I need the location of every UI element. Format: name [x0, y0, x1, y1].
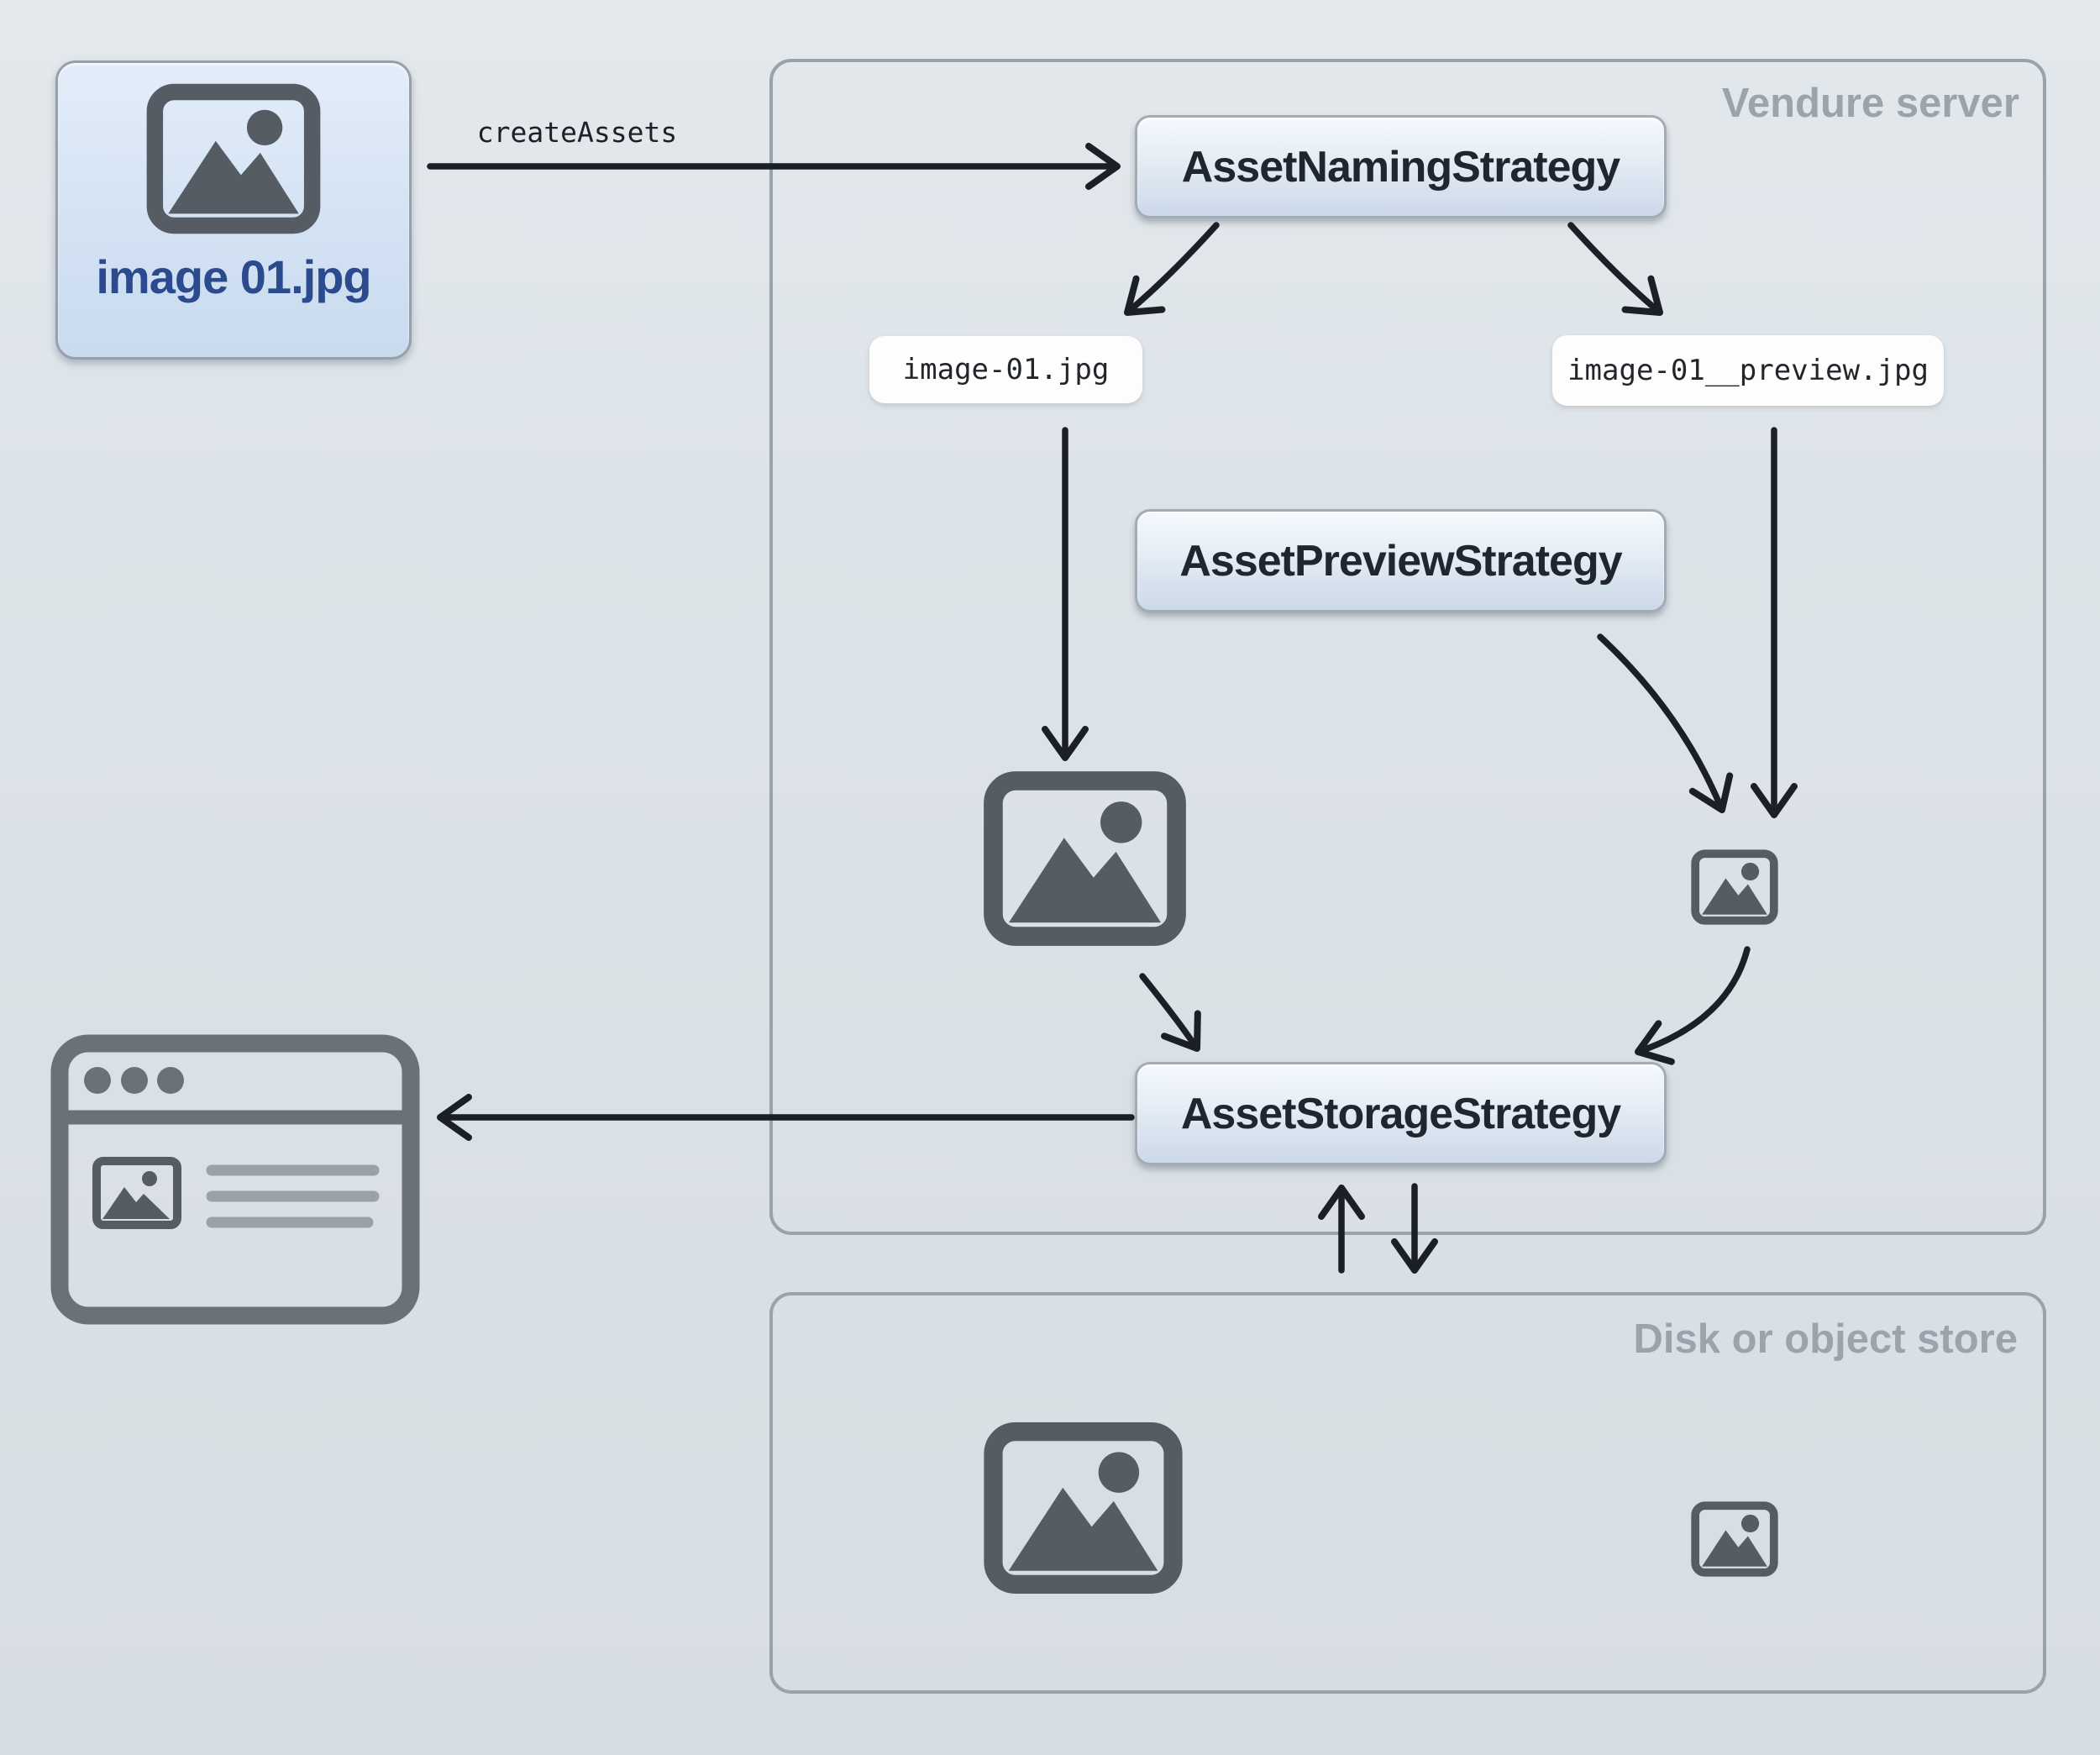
- source-image-label: image 01.jpg: [96, 250, 371, 303]
- image-icon: [144, 81, 323, 236]
- create-assets-label: createAssets: [476, 116, 678, 149]
- disk-store-container: [769, 1292, 2046, 1694]
- stored-original-image-icon: [981, 1420, 1185, 1596]
- preview-asset-image-icon: [1690, 849, 1779, 926]
- preview-filename-pill: image-01__preview.jpg: [1552, 335, 1944, 406]
- original-filename-pill: image-01.jpg: [869, 336, 1142, 403]
- asset-storage-strategy-node: AssetStorageStrategy: [1135, 1062, 1667, 1165]
- disk-store-title: Disk or object store: [1633, 1316, 2018, 1362]
- vendure-server-container: [769, 59, 2046, 1235]
- source-image-node: image 01.jpg: [55, 60, 412, 360]
- asset-preview-strategy-node: AssetPreviewStrategy: [1135, 509, 1667, 612]
- original-asset-image-icon: [981, 769, 1189, 948]
- vendure-server-title: Vendure server: [1721, 81, 2019, 126]
- asset-naming-strategy-node: AssetNamingStrategy: [1135, 115, 1667, 218]
- stored-preview-image-icon: [1690, 1500, 1779, 1578]
- browser-window-icon: [50, 1034, 420, 1325]
